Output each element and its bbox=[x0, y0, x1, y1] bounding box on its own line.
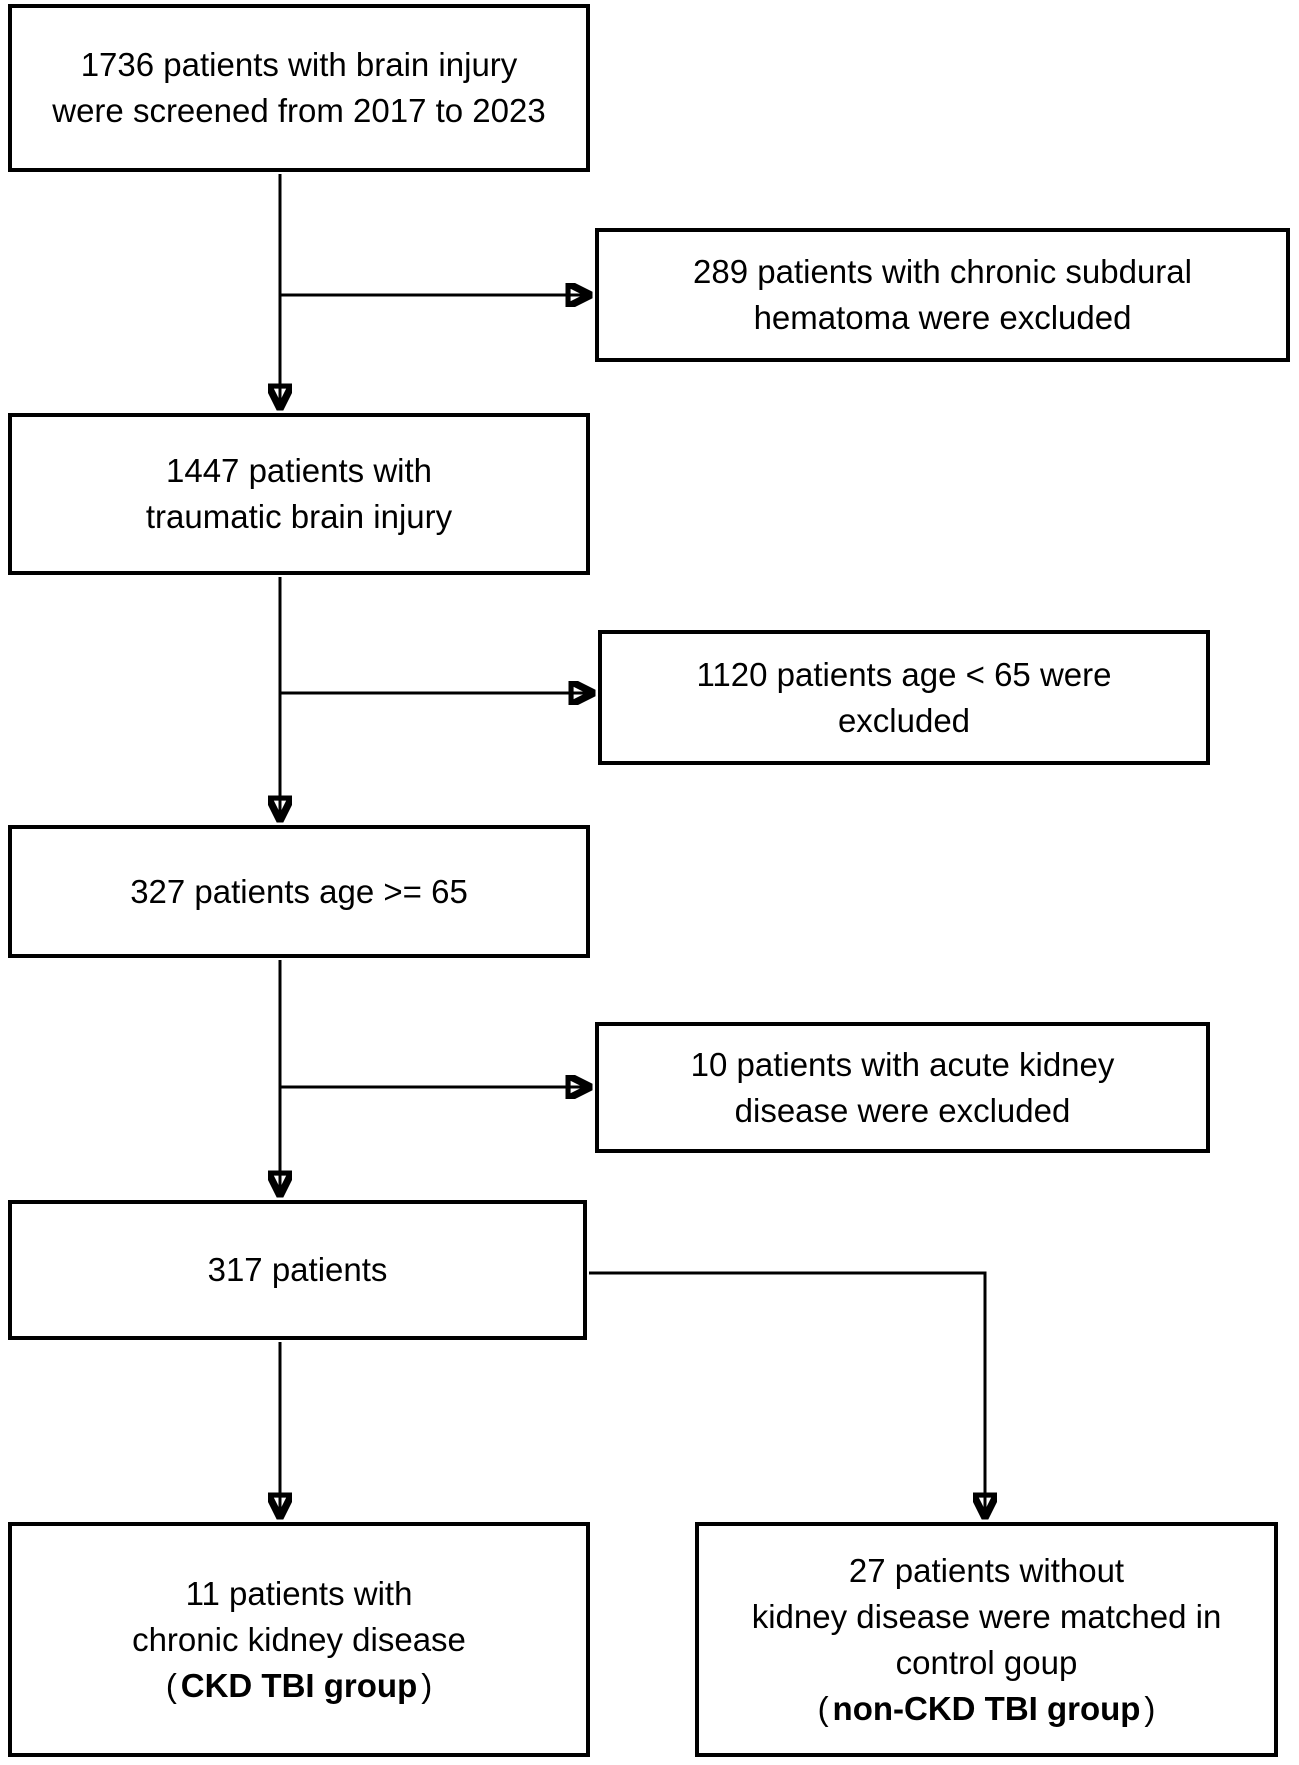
box-nonckd-group-text: kidney disease were matched in bbox=[751, 1597, 1222, 1635]
box-screened: 1736 patients with brain injury were scr… bbox=[8, 4, 590, 172]
box-tbi-text: traumatic brain injury bbox=[145, 498, 453, 535]
paren-open: ( bbox=[165, 1666, 177, 1704]
box-excluded-subdural-text: hematoma were excluded bbox=[753, 299, 1132, 336]
box-excluded-subdural-text: 289 patients with chronic subdural bbox=[693, 253, 1192, 290]
box-excluded-age-text: 1120 patients age < 65 were bbox=[696, 655, 1112, 693]
ckd-group-bold-label: CKD TBI group bbox=[180, 1666, 418, 1704]
box-ckd-group: 11 patients with chronic kidney disease … bbox=[8, 1522, 590, 1757]
box-excluded-age: 1120 patients age < 65 were excluded bbox=[598, 630, 1210, 765]
box-excluded-akd-text: 10 patients with acute kidney bbox=[690, 1045, 1115, 1083]
box-ckd-group-text: 11 patients with bbox=[185, 1574, 413, 1612]
box-ckd-group-text: chronic kidney disease bbox=[132, 1620, 466, 1658]
box-final-cohort: 317 patients bbox=[8, 1200, 587, 1340]
paren-close: ) bbox=[1144, 1689, 1156, 1727]
box-nonckd-group-label: (non-CKD TBI group) bbox=[814, 1686, 1160, 1732]
box-tbi-text: 1447 patients with bbox=[165, 452, 432, 489]
box-excluded-akd: 10 patients with acute kidney disease we… bbox=[595, 1022, 1210, 1153]
paren-open: ( bbox=[817, 1689, 829, 1727]
box-nonckd-group-text: 27 patients without bbox=[848, 1551, 1125, 1589]
box-screened-text: were screened from 2017 to 2023 bbox=[52, 92, 546, 129]
box-ckd-group-label: (CKD TBI group) bbox=[162, 1663, 436, 1709]
box-age-ge-65-text: 327 patients age >= 65 bbox=[130, 872, 468, 910]
box-age-ge-65: 327 patients age >= 65 bbox=[8, 825, 590, 958]
nonckd-group-bold-label: non-CKD TBI group bbox=[832, 1689, 1141, 1727]
box-screened-text: 1736 patients with brain injury bbox=[80, 46, 518, 83]
box-excluded-akd-text: disease were excluded bbox=[734, 1091, 1071, 1129]
box-final-cohort-text: 317 patients bbox=[207, 1251, 388, 1288]
box-nonckd-group-text: control goup bbox=[895, 1643, 1078, 1681]
box-excluded-age-text: excluded bbox=[837, 701, 971, 739]
arrow-final-to-nonckd-group bbox=[589, 1271, 985, 1518]
paren-close: ) bbox=[421, 1666, 433, 1704]
box-tbi: 1447 patients with traumatic brain injur… bbox=[8, 413, 590, 575]
box-nonckd-group: 27 patients without kidney disease were … bbox=[695, 1522, 1278, 1757]
box-excluded-subdural: 289 patients with chronic subdural hemat… bbox=[595, 228, 1290, 362]
